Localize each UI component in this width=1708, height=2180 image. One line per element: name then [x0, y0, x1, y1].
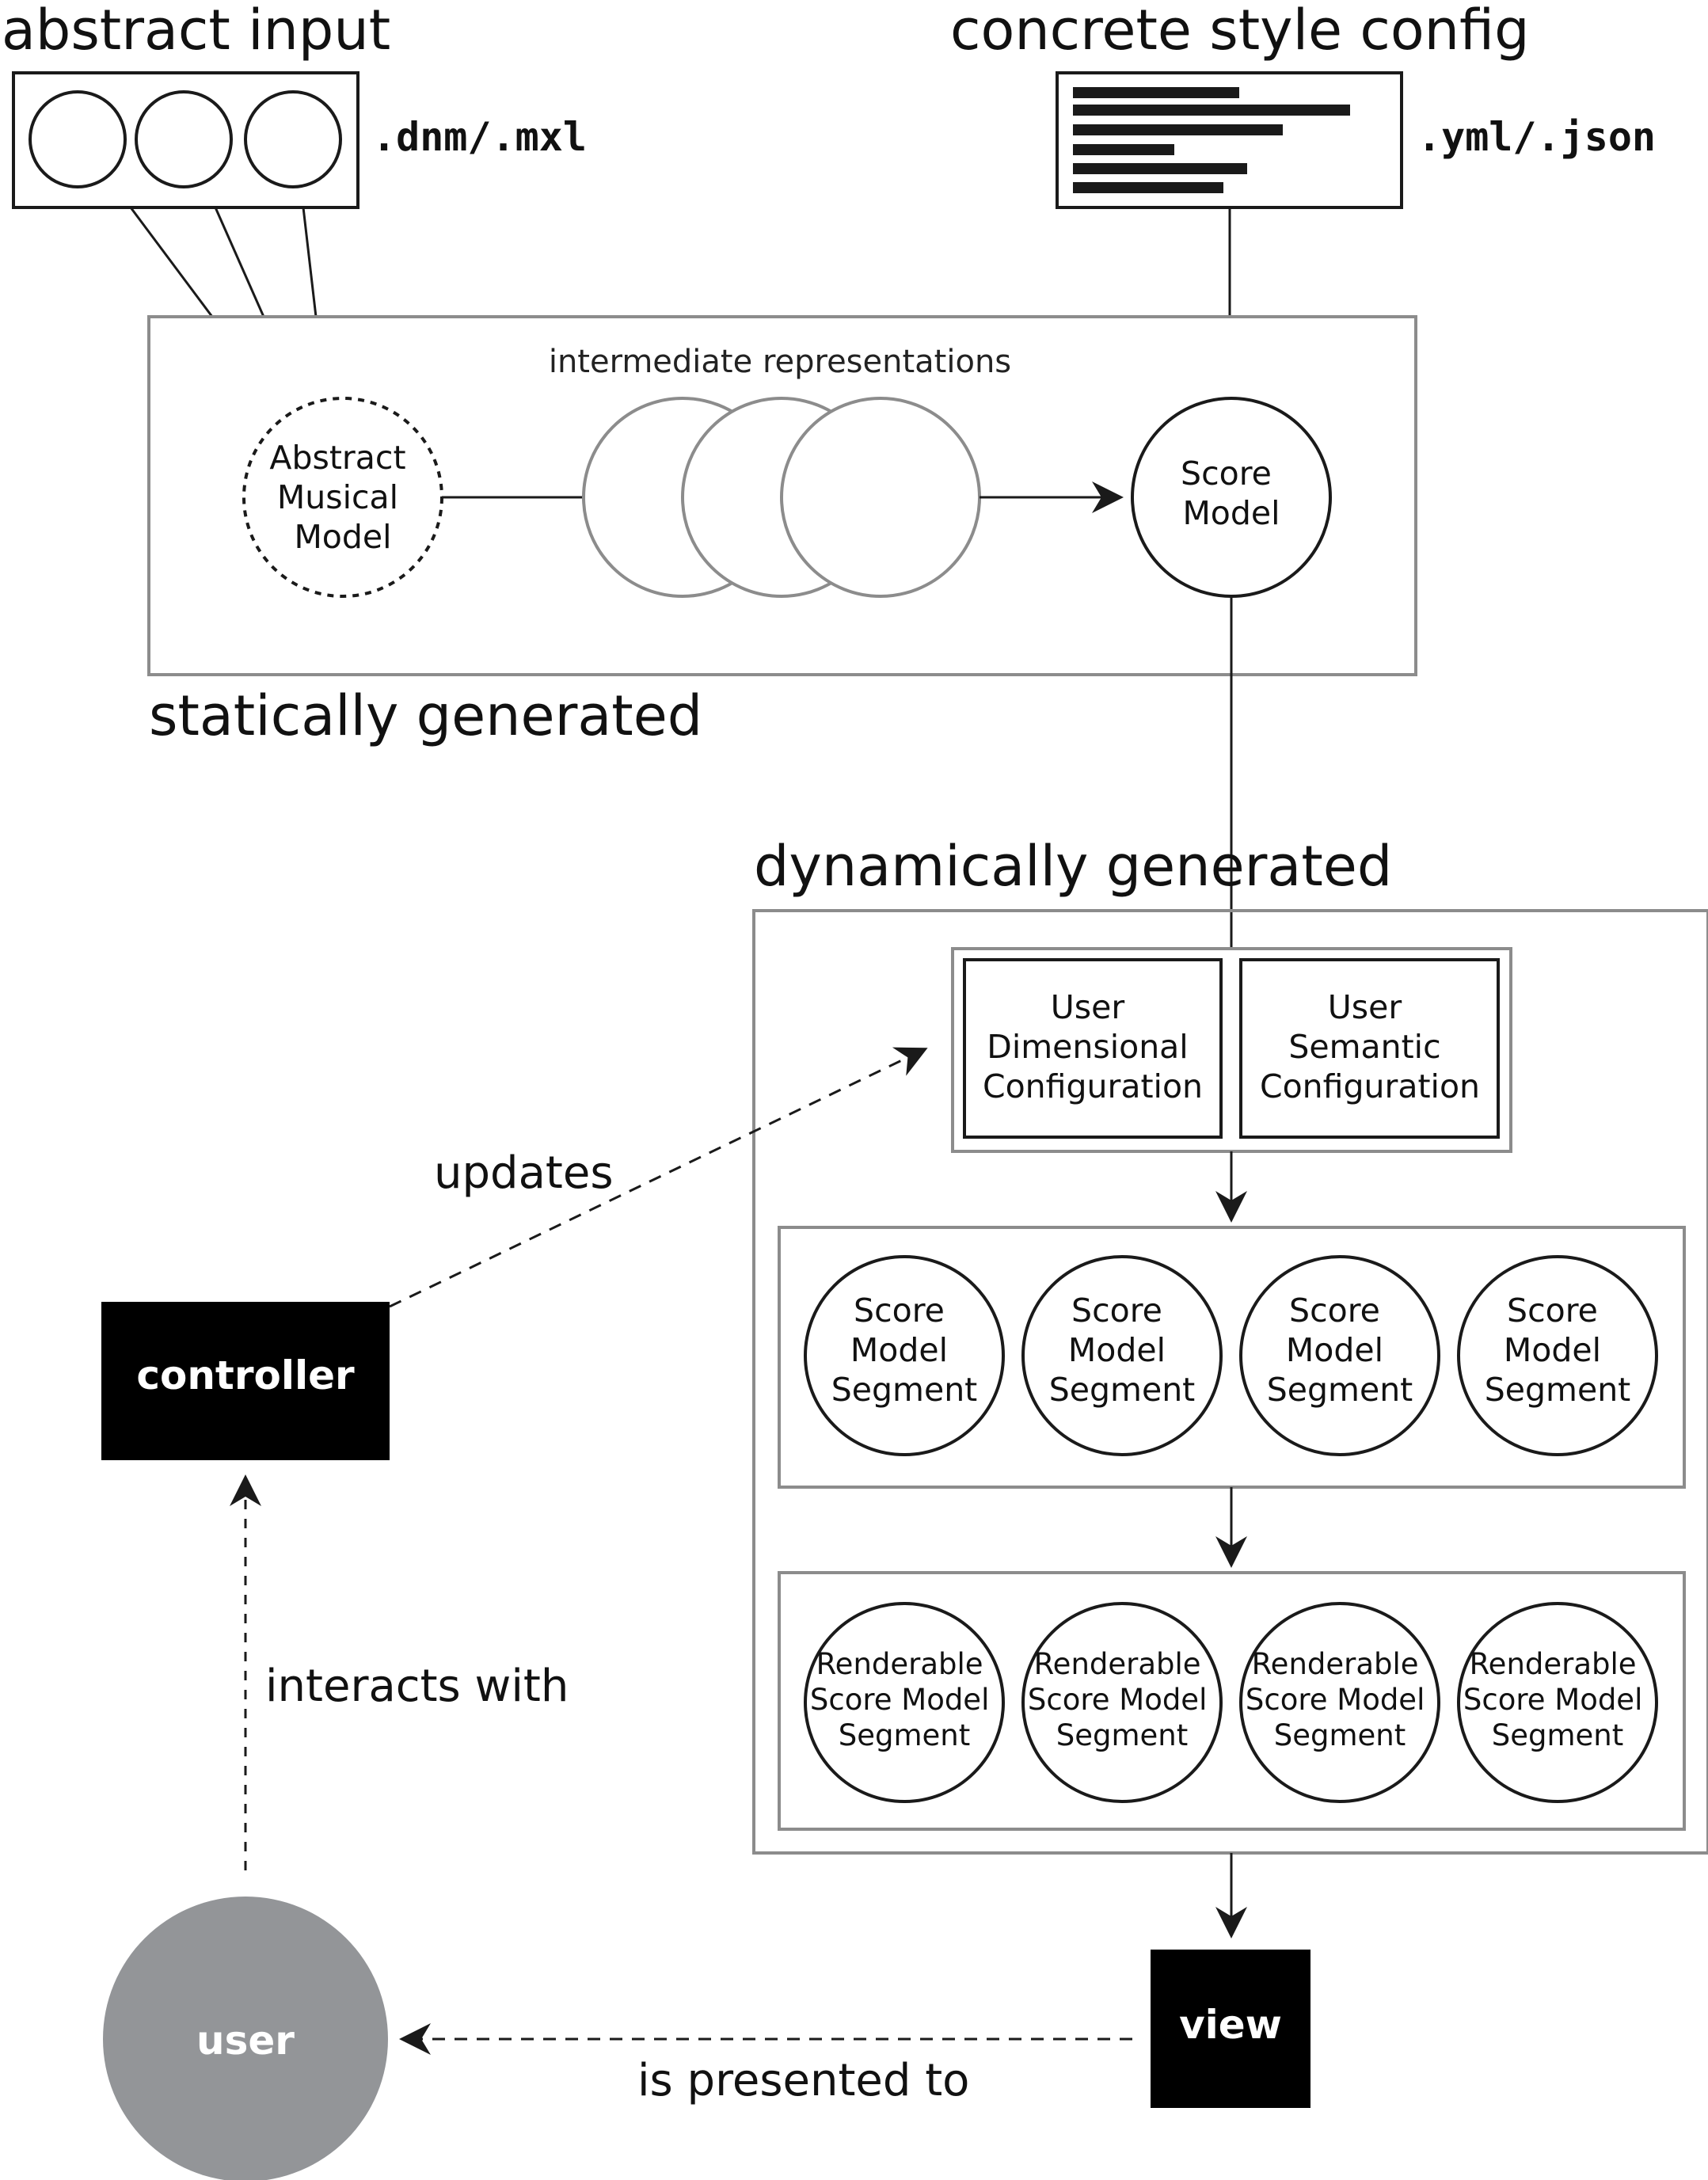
svg-text:User Semantic Conf: User Semantic Configuration: [1260, 988, 1480, 1105]
config-file-box: [1056, 71, 1403, 209]
abstract-musical-model-node: Abstract Musical Model: [242, 397, 443, 598]
svg-text:controller: controller: [136, 1353, 355, 1398]
score-model-segment-1: Score Model Segment: [804, 1255, 1005, 1456]
interacts-with-label: interacts with: [265, 1661, 569, 1712]
config-format-label: .yml/.json: [1417, 114, 1656, 160]
svg-text:view: view: [1179, 2002, 1282, 2048]
intermediate-representations-label: intermediate representations: [549, 344, 1011, 380]
user-label: user: [196, 2018, 295, 2064]
svg-text:Renderable Score Model: Renderable Score Model Segment: [1463, 1647, 1652, 1752]
heading-statically-generated: statically generated: [149, 683, 702, 748]
user-node: [103, 1897, 388, 2180]
svg-text:Score Model Se: Score Model Segment: [1267, 1292, 1413, 1409]
controller-node: controller: [101, 1302, 390, 1460]
svg-text:Score Model Se: Score Model Segment: [1485, 1292, 1631, 1409]
input-connectors: [129, 207, 1231, 318]
renderable-segment-2: Renderable Score Model Segment: [1021, 1602, 1223, 1803]
svg-text:Score Model: Score Model: [1181, 455, 1282, 532]
renderable-segments-group: [778, 1571, 1686, 1831]
svg-text:Score Model Se: Score Model Segment: [831, 1292, 978, 1409]
user-dimensional-config-box: User Dimensional Configuration: [963, 958, 1223, 1139]
score-model-segment-4: Score Model Segment: [1457, 1255, 1658, 1456]
score-model-node: Score Model: [1131, 397, 1332, 598]
static-section-box: [147, 315, 1417, 676]
renderable-segment-4: Renderable Score Model Segment: [1457, 1602, 1658, 1803]
updates-edge: [389, 1047, 928, 1308]
svg-text:Renderable Score Model: Renderable Score Model Segment: [810, 1647, 999, 1752]
heading-abstract-input: abstract input: [2, 0, 390, 63]
svg-text:Abstract Musical M: Abstract Musical Model: [269, 439, 416, 556]
svg-text:Renderable Score Model: Renderable Score Model Segment: [1028, 1647, 1216, 1752]
svg-text:User Dimensional C: User Dimensional Configuration: [983, 988, 1203, 1105]
renderable-segment-1: Renderable Score Model Segment: [804, 1602, 1005, 1803]
heading-dynamically-generated: dynamically generated: [754, 834, 1392, 899]
abstract-input-box: [12, 71, 359, 209]
renderable-segment-row: Renderable Score Model Segment Renderabl…: [804, 1602, 1658, 1803]
score-model-segment-2: Score Model Segment: [1021, 1255, 1223, 1456]
segment-row: Score Model Segment Score Model Segment …: [804, 1255, 1658, 1456]
view-node: view: [1151, 1950, 1310, 2108]
svg-text:Score Model Se: Score Model Segment: [1049, 1292, 1196, 1409]
renderable-segment-3: Renderable Score Model Segment: [1239, 1602, 1440, 1803]
intermediate-representation-nodes: [582, 397, 981, 598]
heading-concrete-style-config: concrete style config: [950, 0, 1530, 63]
svg-text:Renderable Score Model: Renderable Score Model Segment: [1246, 1647, 1434, 1752]
input-format-label: .dnm/.mxl: [372, 114, 587, 160]
updates-label: updates: [434, 1147, 614, 1199]
user-semantic-config-box: User Semantic Configuration: [1239, 958, 1500, 1139]
is-presented-to-label: is presented to: [637, 2055, 969, 2106]
score-model-segment-3: Score Model Segment: [1239, 1255, 1440, 1456]
